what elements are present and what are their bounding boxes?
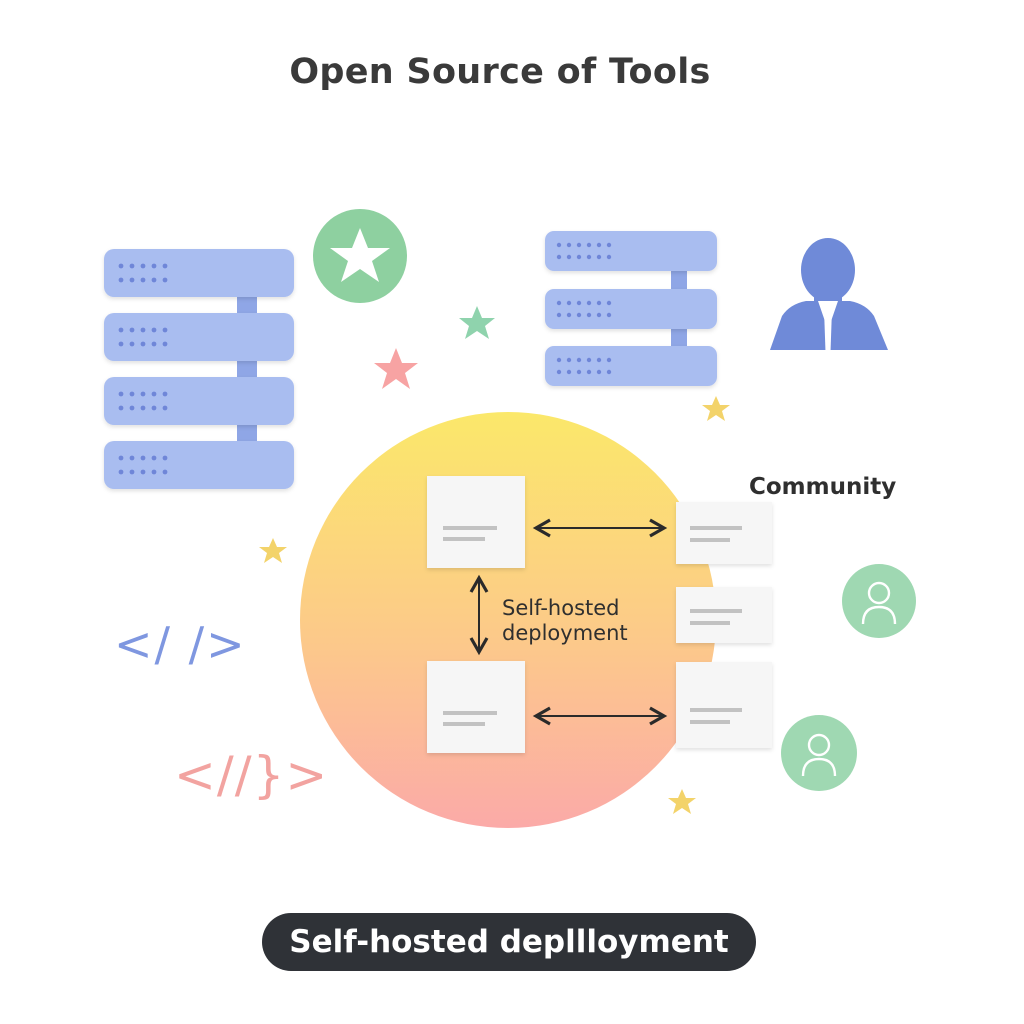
code-tag-red-icon: <//}> [174, 746, 328, 804]
user-avatar-icon [842, 564, 916, 638]
star-yellow-icon [668, 789, 696, 814]
document-card-icon [676, 587, 772, 643]
bottom-caption-text: Self-hosted depllloyment [289, 924, 729, 960]
star-badge-icon [313, 209, 407, 303]
center-label-line1: Self-hosted [502, 596, 620, 620]
center-label: Self-hosted deployment [502, 596, 628, 646]
star-yellow-icon [702, 396, 730, 421]
user-avatar-icon [781, 715, 857, 791]
community-label: Community [749, 474, 897, 500]
server-rack-right-icon [545, 231, 717, 386]
star-pink-icon [374, 348, 418, 389]
server-rack-left-icon [104, 249, 294, 489]
diagram-title: Open Source of Tools [289, 52, 711, 92]
document-card-icon [427, 476, 525, 568]
document-card-icon [427, 661, 525, 753]
star-yellow-icon [259, 538, 287, 563]
document-card-icon [676, 662, 772, 748]
bottom-caption-pill: Self-hosted depllloyment [262, 913, 756, 971]
star-green-icon [459, 306, 495, 339]
center-label-line2: deployment [502, 621, 628, 645]
code-tag-blue-icon: </ /> [114, 617, 247, 671]
person-icon [770, 238, 888, 366]
document-card-icon [676, 502, 772, 564]
